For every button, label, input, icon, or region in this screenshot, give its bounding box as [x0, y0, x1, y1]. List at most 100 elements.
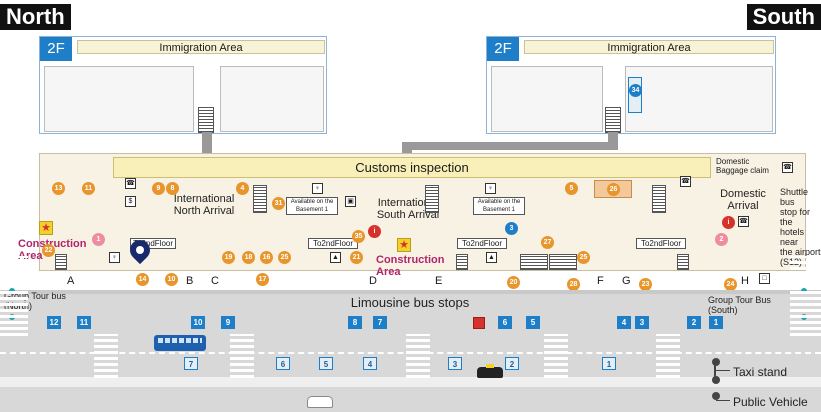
counter-26: 26	[607, 183, 620, 196]
escalator-icon	[55, 254, 67, 270]
counter-10: 10	[165, 273, 178, 286]
elevator-icon: ▲	[330, 252, 341, 263]
counter-21: 21	[350, 251, 363, 264]
construction-area-south: Construction Area	[376, 254, 445, 278]
restroom-icon: ♀	[109, 252, 120, 263]
north-label: North	[0, 4, 71, 30]
construction-star-icon: ★	[39, 221, 53, 235]
room	[220, 66, 324, 132]
counter-22: 22	[42, 244, 55, 257]
restroom-icon: ♀	[312, 183, 323, 194]
counter-28: 28	[567, 278, 580, 291]
gate-c: C	[211, 275, 219, 287]
bus-stop-2: 2	[687, 316, 701, 329]
escalator-icon	[456, 254, 468, 270]
basement-note: Available on the Basement 1	[473, 197, 525, 215]
to-2nd-floor: To2ndFloor	[457, 238, 507, 249]
bus-stop-11: 11	[77, 316, 91, 329]
counter-25: 25	[278, 251, 291, 264]
phone-icon: ☎	[738, 216, 749, 227]
escalator-icon	[605, 107, 621, 133]
international-south-arrival: International South Arrival	[376, 197, 440, 221]
bus-stop-3: 3	[635, 316, 649, 329]
bus-ticket-icon	[473, 317, 485, 329]
counter-13: 13	[52, 182, 65, 195]
counter-16: 16	[260, 251, 273, 264]
bus-stop-6: 6	[498, 316, 512, 329]
floor2-north: 2F Immigration Area	[39, 36, 327, 134]
south-label: South	[746, 4, 821, 30]
gate-h: H	[741, 275, 749, 287]
info-marker-2: 2	[715, 233, 728, 246]
counter-35: 35	[352, 230, 365, 243]
gate-g: G	[622, 275, 631, 287]
bus-stop-5: 5	[526, 316, 540, 329]
counter-9: 9	[152, 182, 165, 195]
crosswalk	[230, 334, 254, 378]
group-tour-bus-south: Group Tour Bus (South)	[708, 295, 771, 315]
escalator-icon	[253, 185, 267, 213]
gate-a: A	[67, 275, 75, 287]
room	[44, 66, 194, 132]
room	[625, 66, 773, 132]
crosswalk	[0, 256, 28, 336]
escalator-icon	[198, 107, 214, 133]
median	[0, 377, 821, 387]
taxi-stop-7: 7	[184, 357, 198, 370]
floor-tag: 2F	[487, 37, 519, 61]
info-marker-1: 1	[92, 233, 105, 246]
taxi-stop-4: 4	[363, 357, 377, 370]
bus-stop-1: 1	[709, 316, 723, 329]
public-vehicle-dot	[712, 392, 720, 400]
counter-14: 14	[136, 273, 149, 286]
counter-18: 18	[242, 251, 255, 264]
bus-stop-8: 8	[348, 316, 362, 329]
domestic-arrival: Domestic Arrival	[720, 188, 766, 212]
counter-20: 20	[507, 276, 520, 289]
taxi-stop-5: 5	[319, 357, 333, 370]
domestic-baggage-claim: Domestic Baggage claim	[716, 157, 769, 175]
taxi-stop-6: 6	[276, 357, 290, 370]
phone-icon: ☎	[782, 162, 793, 173]
bus-stop-10: 10	[191, 316, 205, 329]
taxi-stand-dot	[712, 358, 720, 366]
basement-note: Available on the Basement 1	[286, 197, 338, 215]
gate-b: B	[186, 275, 194, 287]
counter-19: 19	[222, 251, 235, 264]
elevator-icon: ▲	[486, 252, 497, 263]
curb	[0, 290, 821, 294]
counter-8: 8	[166, 182, 179, 195]
taxi-stop-1: 1	[602, 357, 616, 370]
car-icon	[307, 396, 333, 408]
floor2-south: 2F Immigration Area 34	[486, 36, 776, 134]
floor-tag: 2F	[40, 37, 72, 61]
shuttle-bus-stop: Shuttle bus stop for the hotels near the…	[780, 187, 821, 267]
bus-windows	[158, 338, 202, 343]
counter-27: 27	[541, 236, 554, 249]
taxi-icon	[477, 367, 503, 378]
taxi-stand: Taxi stand	[733, 365, 788, 379]
counter-17: 17	[256, 273, 269, 286]
taxi-stop-3: 3	[448, 357, 462, 370]
restroom-icon: ♀	[485, 183, 496, 194]
construction-star-icon: ★	[397, 238, 411, 252]
pointer-line	[716, 400, 730, 401]
bus-info-icon: □	[759, 273, 770, 284]
counter-31: 31	[272, 197, 285, 210]
taxi-stop-2: 2	[505, 357, 519, 370]
immigration-area-south: Immigration Area	[524, 40, 774, 54]
bus-stop-9: 9	[221, 316, 235, 329]
pointer-line	[716, 370, 730, 371]
bus-stop-4: 4	[617, 316, 631, 329]
info-desk-icon: i	[368, 225, 381, 238]
counter-badge: 34	[629, 84, 642, 97]
crosswalk	[94, 334, 118, 378]
limousine-bus-stops: Limousine bus stops	[350, 295, 470, 310]
location-pin-dot	[136, 246, 144, 254]
phone-icon: ☎	[125, 178, 136, 189]
customs-inspection: Customs inspection	[113, 157, 711, 178]
public-vehicle: Public Vehicle	[733, 395, 808, 409]
bus-stop-7: 7	[373, 316, 387, 329]
crosswalk	[406, 334, 430, 378]
immigration-area-north: Immigration Area	[77, 40, 325, 54]
